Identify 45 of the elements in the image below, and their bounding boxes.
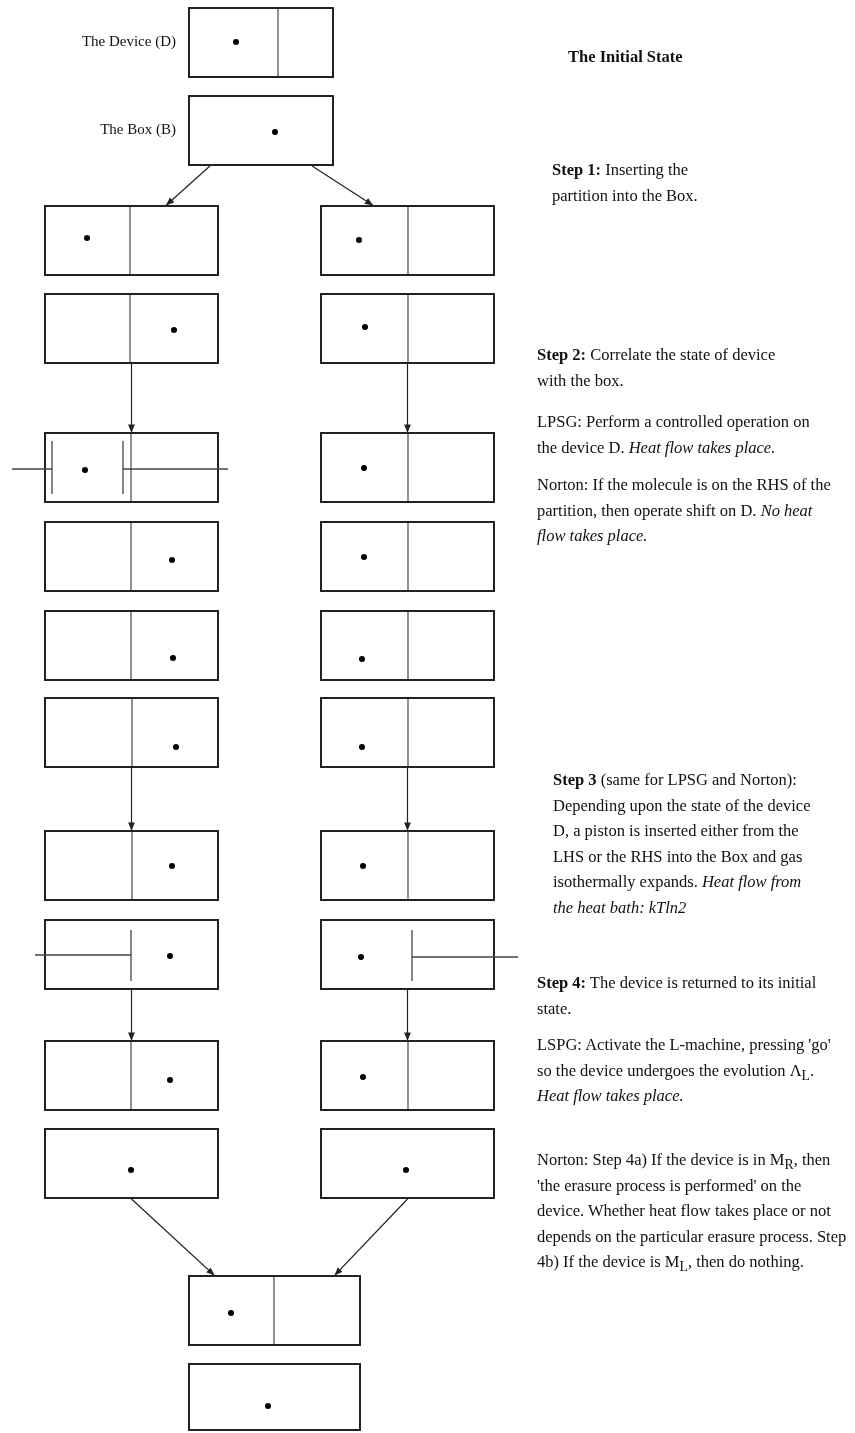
chamber-box: [44, 1040, 219, 1111]
chamber-box: [320, 610, 495, 681]
chamber-box: [320, 697, 495, 768]
chamber-box: [44, 205, 219, 276]
chamber-box: [44, 432, 219, 503]
step-note: Step 4: The device is returned to its initial state.: [537, 972, 818, 1020]
arrow: [165, 165, 211, 206]
chamber-box: [320, 432, 495, 503]
arrow: [404, 363, 411, 433]
chamber-box: [320, 293, 495, 364]
step-note: Norton: If the molecule is on the RHS of the partition, then operate shift on D. No heat flow takes place.: [537, 474, 832, 547]
chamber-box: [320, 205, 495, 276]
chamber-box: [320, 1040, 495, 1111]
chamber-box: [44, 830, 219, 901]
arrow: [311, 165, 374, 206]
step-note: LPSG: Perform a controlled operation on the device D. Heat flow takes place.: [537, 411, 811, 459]
step-note: Step 2: Correlate the state of device with the box.: [537, 344, 777, 392]
chamber-box: [44, 521, 219, 592]
chamber-box: [44, 919, 219, 990]
arrow: [404, 767, 411, 831]
chamber-box: [188, 7, 334, 78]
step-note: Norton: Step 4a) If the device is in M$_{R}$, then 'the erasure process is performed' on the device. Whether heat flow takes place or not depends on the particular erasure process. Step 4b) If the device is M$_{L}$, then do nothing.: [537, 1149, 847, 1275]
box-caption: The Box (B): [100, 120, 176, 138]
chamber-box: [320, 830, 495, 901]
chamber-box: [320, 919, 495, 990]
box-caption: The Device (D): [81, 32, 176, 50]
chamber-box: [188, 1363, 361, 1431]
arrow: [128, 767, 135, 831]
arrow: [404, 989, 411, 1041]
chamber-box: [44, 697, 219, 768]
arrow: [334, 1198, 409, 1276]
arrow: [130, 1198, 215, 1276]
step-note: LSPG: Activate the L-machine, pressing 'go' so the device undergoes the evolution Λ$_{L}$. Heat flow takes place.: [537, 1034, 832, 1107]
chamber-box: [44, 293, 219, 364]
chamber-box: [188, 1275, 361, 1346]
arrow: [128, 989, 135, 1041]
chamber-box: [44, 1128, 219, 1199]
chamber-box: [320, 1128, 495, 1199]
step-note: Step 3 (same for LPSG and Norton): Depending upon the state of the device D, a piston is inserted either from the LHS or the RHS into the Box and gas isothermally expands. Heat flow from the heat bath: kTln2: [553, 769, 811, 919]
chamber-box: [188, 95, 334, 166]
arrow: [128, 363, 135, 433]
chamber-box: [320, 521, 495, 592]
step-note: Step 1: Inserting the partition into the Box.: [552, 159, 699, 207]
chamber-box: [44, 610, 219, 681]
heading: The Initial State: [568, 46, 684, 68]
